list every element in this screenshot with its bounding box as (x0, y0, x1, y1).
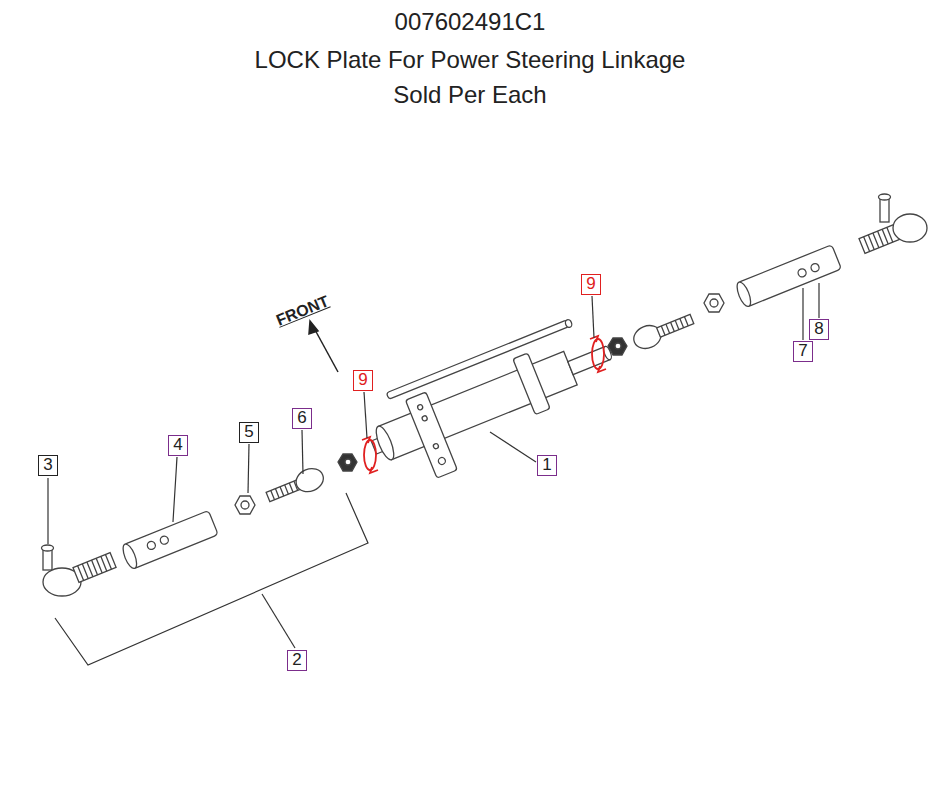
callout-box: 6 (292, 408, 312, 429)
direction-label: FRONT (274, 292, 332, 329)
callout-box: 4 (168, 435, 188, 456)
callout-number: 1 (542, 455, 551, 474)
callout-box: 9 (353, 370, 373, 391)
callout-number: 6 (297, 408, 306, 427)
callout-number: 8 (814, 319, 823, 338)
callout-box: 2 (287, 650, 307, 671)
subtitle: LOCK Plate For Power Steering Linkage (255, 46, 686, 74)
callout-number: 3 (43, 455, 52, 474)
callout-box: 5 (239, 422, 259, 443)
callout-number: 7 (798, 341, 807, 360)
callout-box: 8 (809, 319, 829, 340)
callout-number: 2 (292, 650, 301, 669)
callout-box: 1 (537, 455, 557, 476)
callout-box: 9 (581, 274, 601, 295)
subtitle: Sold Per Each (393, 81, 546, 109)
callout-number: 5 (244, 422, 253, 441)
callout-number: 4 (173, 435, 182, 454)
callout-number: 9 (586, 274, 595, 293)
callout-number: 9 (358, 370, 367, 389)
callout-box: 3 (38, 455, 58, 476)
title: 007602491C1 (395, 8, 546, 36)
callout-box: 7 (793, 341, 813, 362)
